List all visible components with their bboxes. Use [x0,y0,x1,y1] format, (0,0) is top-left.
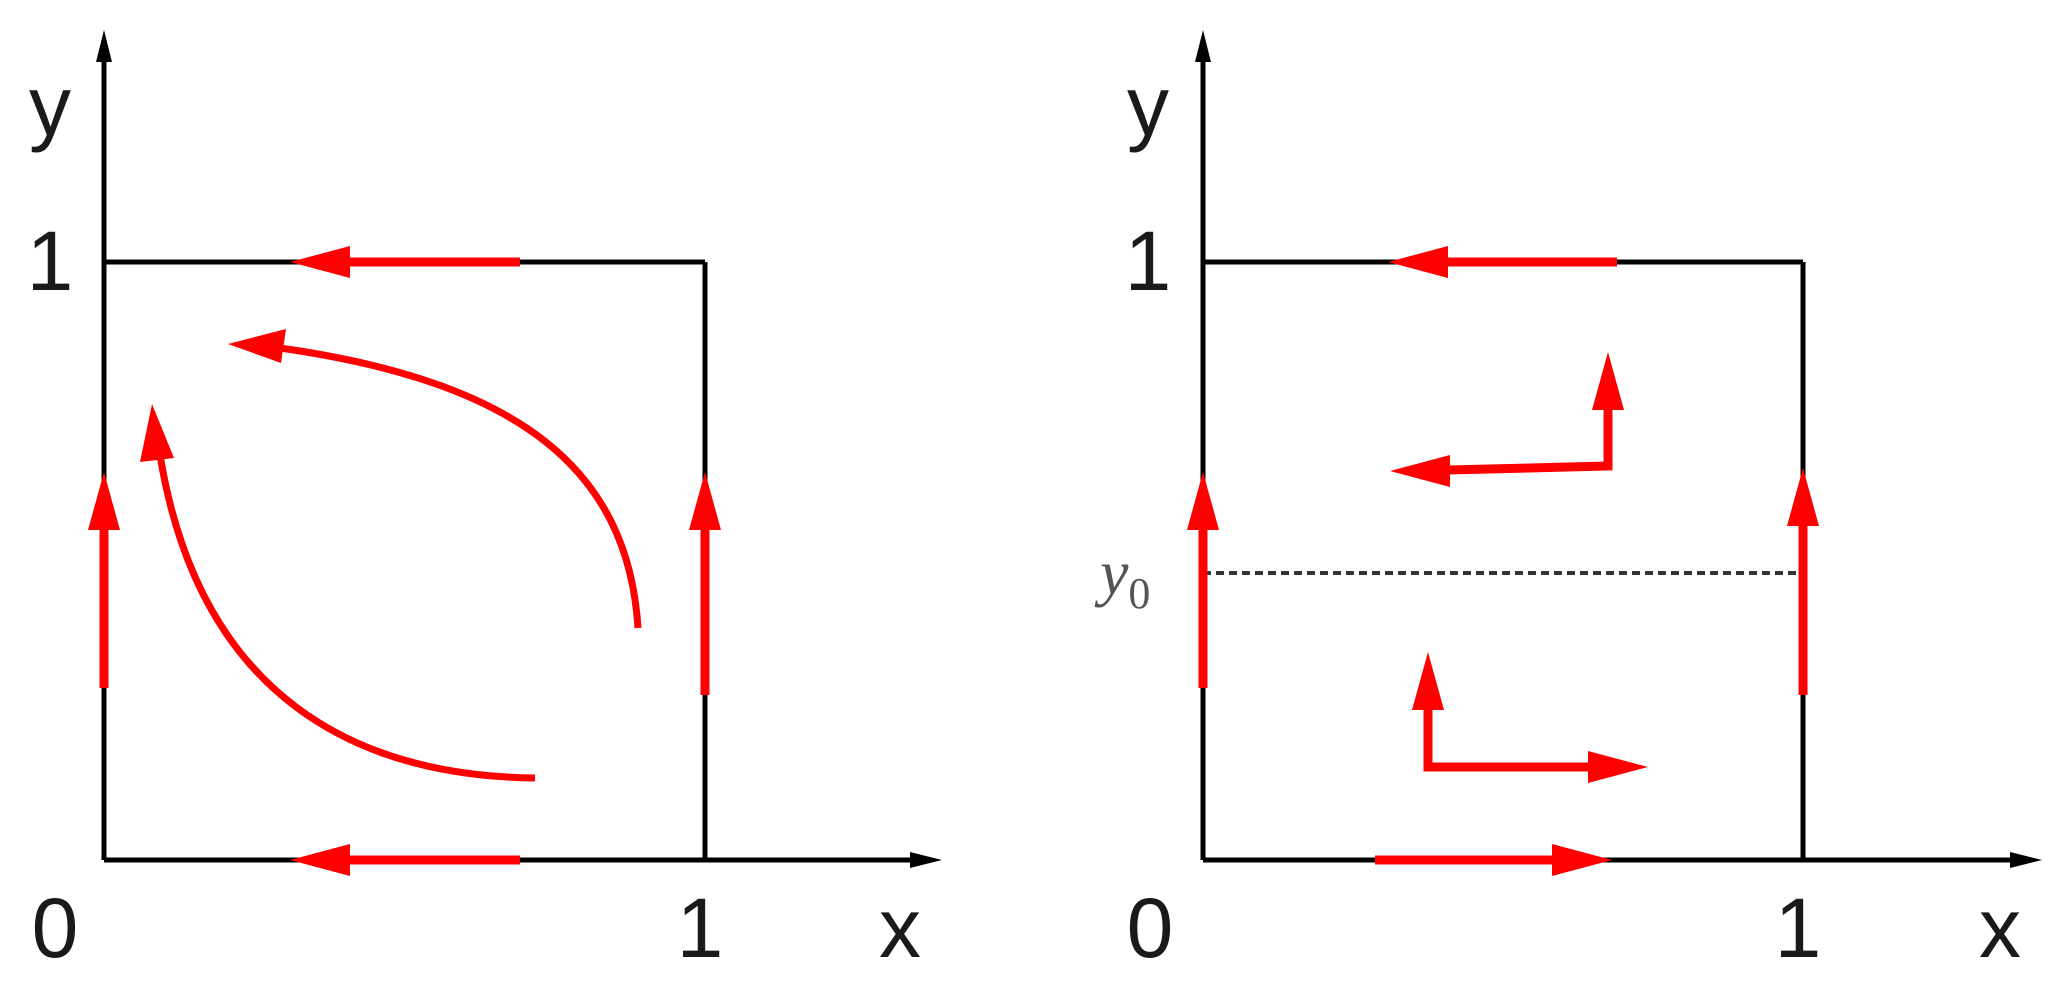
left-y-axis-arrowhead [96,30,112,62]
right-right-edge-arrow [1787,468,1819,695]
right-x-one-label: 1 [1775,881,1822,975]
right-lower-elbow-arrow [1412,652,1648,783]
left-panel: y x 0 1 1 [27,30,942,975]
left-lower-curved-arrow [140,404,536,782]
left-bottom-arrow [290,844,520,876]
left-upper-curved-arrow [228,329,642,629]
right-upper-elbow-arrow [1390,352,1624,487]
left-y-axis-label: y [29,59,71,153]
right-y0-label-subscript: 0 [1128,569,1150,618]
right-y-axis-arrowhead [1195,30,1211,62]
right-x-axis-label: x [1979,881,2021,975]
left-y-one-label: 1 [27,214,74,308]
right-bottom-arrow [1375,844,1612,876]
right-x-axis-arrowhead [2010,852,2042,868]
left-x-axis-label: x [879,881,921,975]
right-left-edge-arrow [1187,472,1219,688]
right-y0-label: y0 [1094,537,1150,618]
right-panel: y x 0 1 1 y0 [1094,30,2042,975]
right-y-axis-label: y [1127,59,1169,153]
right-y0-label-base: y [1094,537,1129,608]
right-origin-label: 0 [1127,881,1174,975]
right-top-arrow [1388,246,1617,278]
left-x-axis-arrowhead [910,852,942,868]
left-origin-label: 0 [32,881,79,975]
left-x-one-label: 1 [677,881,724,975]
left-left-edge-arrow [88,472,120,688]
left-top-arrow [290,246,520,278]
left-right-edge-arrow [689,472,721,695]
right-y-one-label: 1 [1125,214,1172,308]
